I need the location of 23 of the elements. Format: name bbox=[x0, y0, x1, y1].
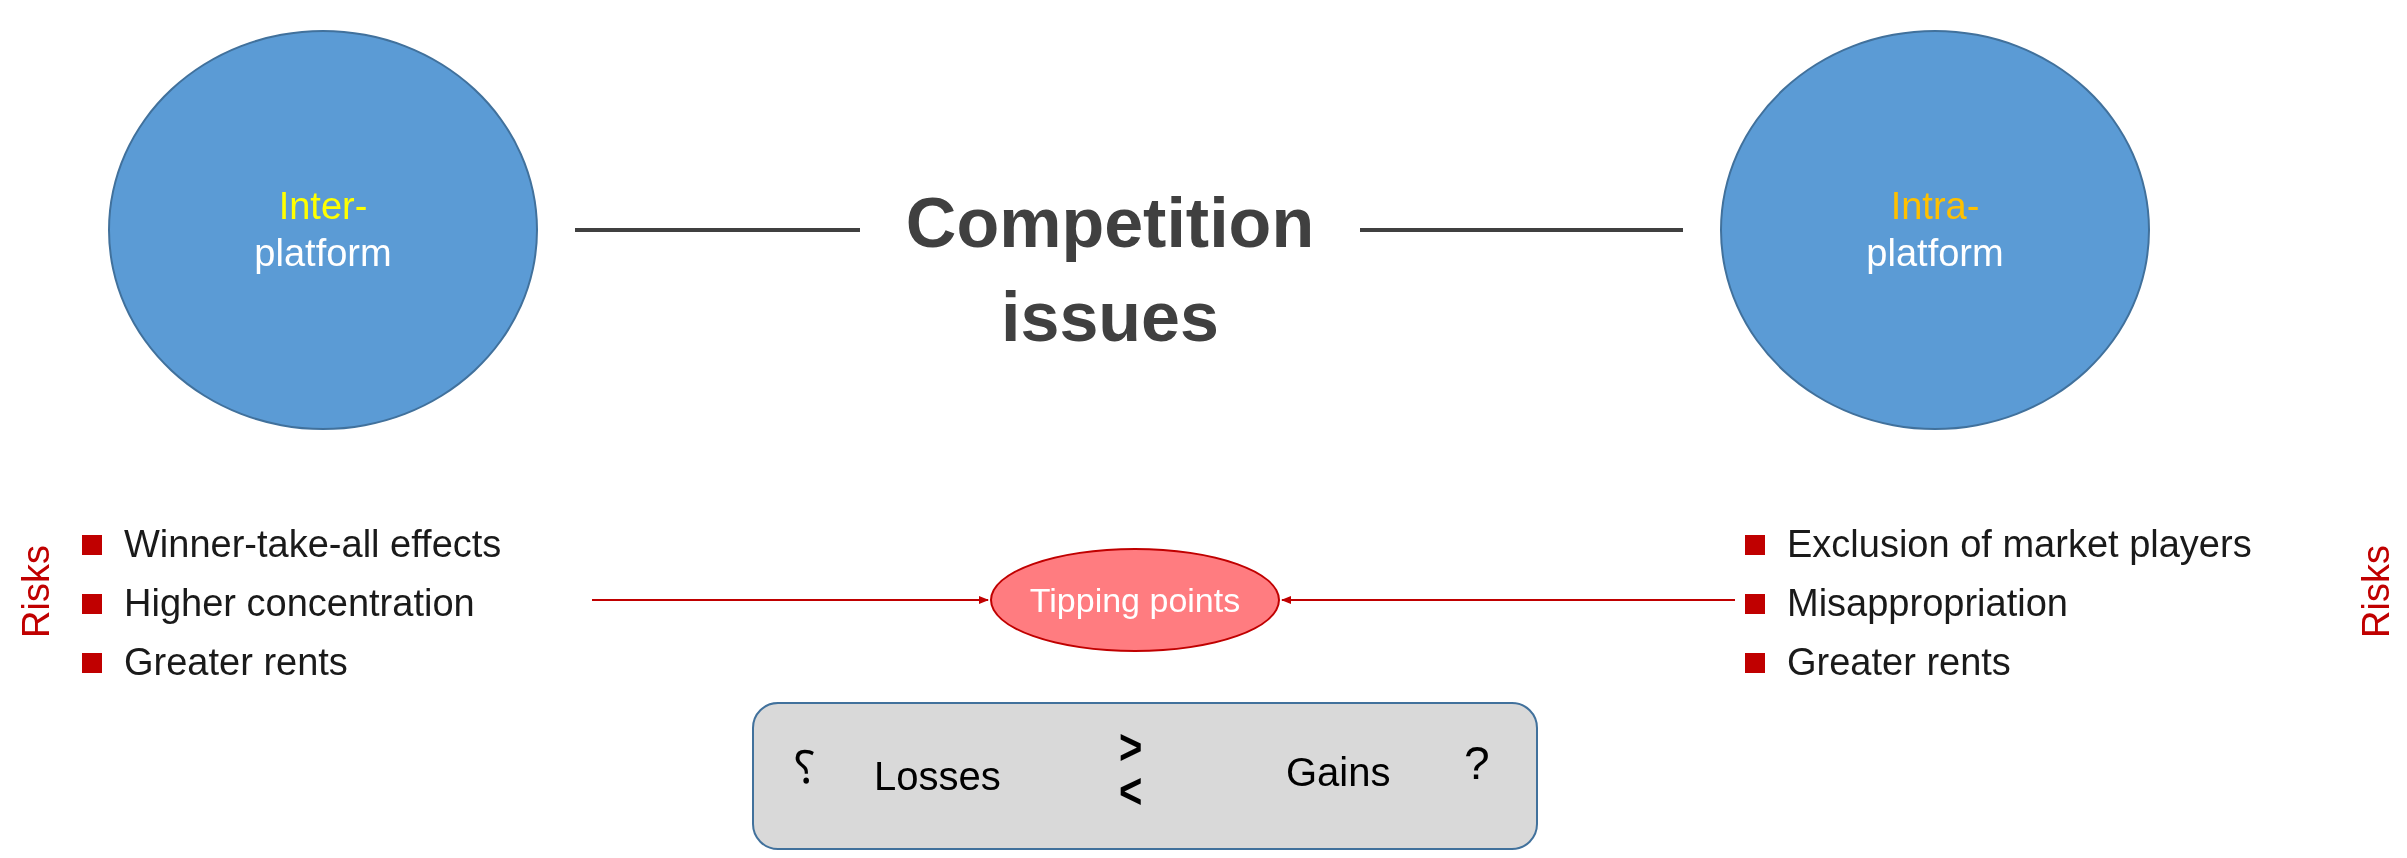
list-item: Higher concentration bbox=[124, 582, 475, 625]
risk-label: Risks bbox=[14, 545, 58, 638]
comparison-panel bbox=[752, 702, 1538, 850]
list-item: Exclusion of market players bbox=[1787, 523, 2252, 566]
heading-text: Competition issues bbox=[880, 170, 1340, 370]
circle-label: platform bbox=[254, 231, 392, 276]
tipping-ellipse: Tipping points bbox=[990, 548, 1280, 652]
circle-label: platform bbox=[1866, 231, 2004, 276]
list-item: Greater rents bbox=[124, 641, 348, 684]
list-item: Winner-take-all effects bbox=[124, 523, 502, 566]
list-item: Greater rents bbox=[1787, 641, 2011, 684]
arrow bbox=[591, 596, 989, 604]
circle-label: Intra- bbox=[1890, 183, 1980, 229]
connector-line bbox=[1360, 228, 1683, 232]
question-mark: ⸮ bbox=[794, 744, 814, 790]
comparison-label: Losses bbox=[874, 756, 1001, 796]
circle-label: Inter- bbox=[278, 183, 368, 229]
question-mark: ? bbox=[1464, 740, 1490, 786]
list-item: Misappropriation bbox=[1787, 582, 2068, 625]
risk-label: Risks bbox=[2354, 545, 2398, 638]
connector-line bbox=[575, 228, 860, 232]
comparison-label: Gains bbox=[1286, 752, 1391, 792]
arrow bbox=[1281, 596, 1736, 604]
